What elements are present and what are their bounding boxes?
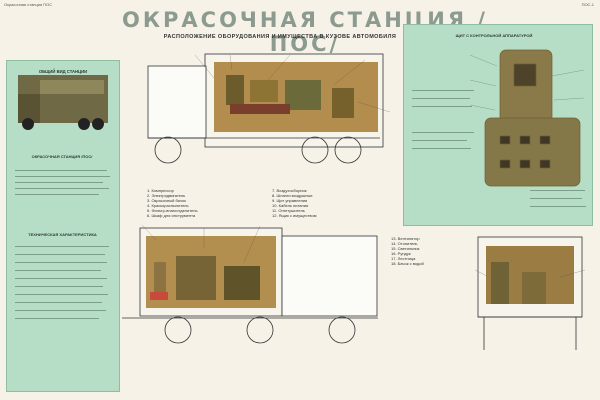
text-line	[15, 318, 99, 319]
legend-col-2: 7. Воздухосборник 8. Шланги воздушные 9.…	[272, 188, 382, 218]
text-line	[15, 302, 102, 303]
leader-lines	[141, 54, 586, 278]
truck-photo	[18, 75, 108, 130]
text-line	[412, 148, 471, 149]
legend-item: 15. Светильник	[391, 246, 420, 251]
topline: Окрасочная станция ПОС	[4, 2, 53, 7]
truck-rear-view	[477, 236, 583, 350]
unit-title: ЩИТ С КОНТРОЛЬНОЙ АППАРАТУРОЙ	[455, 33, 533, 38]
text-line	[15, 286, 103, 287]
legend-item: 12. Ящик с имуществом	[272, 213, 317, 218]
text-line	[412, 90, 474, 91]
legend-item: 11. Огнетушитель	[272, 208, 305, 213]
text-line	[15, 246, 109, 247]
legend-item: 6. Шкаф для инструмента	[147, 213, 196, 218]
text-line	[15, 176, 110, 177]
text-line	[15, 294, 108, 295]
poster-subtitle: РАСПОЛОЖЕНИЕ ОБОРУДОВАНИЯ И ИМУЩЕСТВА В …	[163, 34, 397, 40]
legend-item: 8. Шланги воздушные	[272, 193, 313, 198]
text-line	[15, 194, 99, 195]
legend-item: 13. Вентилятор	[391, 236, 420, 241]
legend-item: 10. Кабель питания	[272, 203, 309, 208]
text-line	[530, 206, 586, 207]
text-line	[412, 106, 472, 107]
legend-item: 17. Лестница	[391, 256, 416, 261]
truck-side-view-bottom	[122, 227, 378, 344]
left-panel-title: ОБЩИЙ ВИД СТАНЦИИ	[38, 69, 88, 74]
legend-item: 3. Окрасочный бачок	[147, 198, 186, 203]
spec-title: ТЕХНИЧЕСКАЯ ХАРАКТЕРИСТИКА	[28, 232, 97, 237]
text-line	[412, 98, 470, 99]
legend-item: 4. Краскораспылитель	[147, 203, 189, 208]
text-line	[15, 270, 101, 271]
control-unit	[484, 49, 581, 187]
text-line	[530, 190, 585, 191]
text-line	[15, 254, 105, 255]
legend-item: 7. Воздухосборник	[272, 188, 307, 193]
text-line	[15, 170, 107, 171]
poster-code: ПОС-1	[581, 2, 594, 7]
legend-item: 9. Щит управления	[272, 198, 308, 203]
text-line	[15, 188, 109, 189]
text-line	[15, 182, 103, 183]
legend-col-3: 13. Вентилятор 14. Отопитель 15. Светиль…	[391, 236, 476, 266]
legend-item: 5. Фильтр-влагоотделитель	[147, 208, 198, 213]
legend-item: 16. Рундук	[391, 251, 411, 256]
text-line	[412, 140, 467, 141]
poster-title: ОКРАСОЧНАЯ СТАНЦИЯ /ПОС/	[122, 8, 488, 56]
text-line	[412, 132, 474, 133]
legend-item: 1. Компрессор	[147, 188, 174, 193]
legend-item: 18. Бачок с водой	[391, 261, 424, 266]
truck-title: ОКРАСОЧНАЯ СТАНЦИЯ /ПОС/	[31, 154, 93, 159]
text-line	[15, 278, 107, 279]
text-line	[15, 310, 106, 311]
text-line	[530, 198, 582, 199]
text-line	[15, 262, 107, 263]
legend-item: 14. Отопитель	[391, 241, 418, 246]
truck-side-view-top	[147, 53, 384, 164]
legend-item: 2. Электродвигатель	[147, 193, 186, 198]
legend-col-1: 1. Компрессор 2. Электродвигатель 3. Окр…	[147, 188, 267, 218]
